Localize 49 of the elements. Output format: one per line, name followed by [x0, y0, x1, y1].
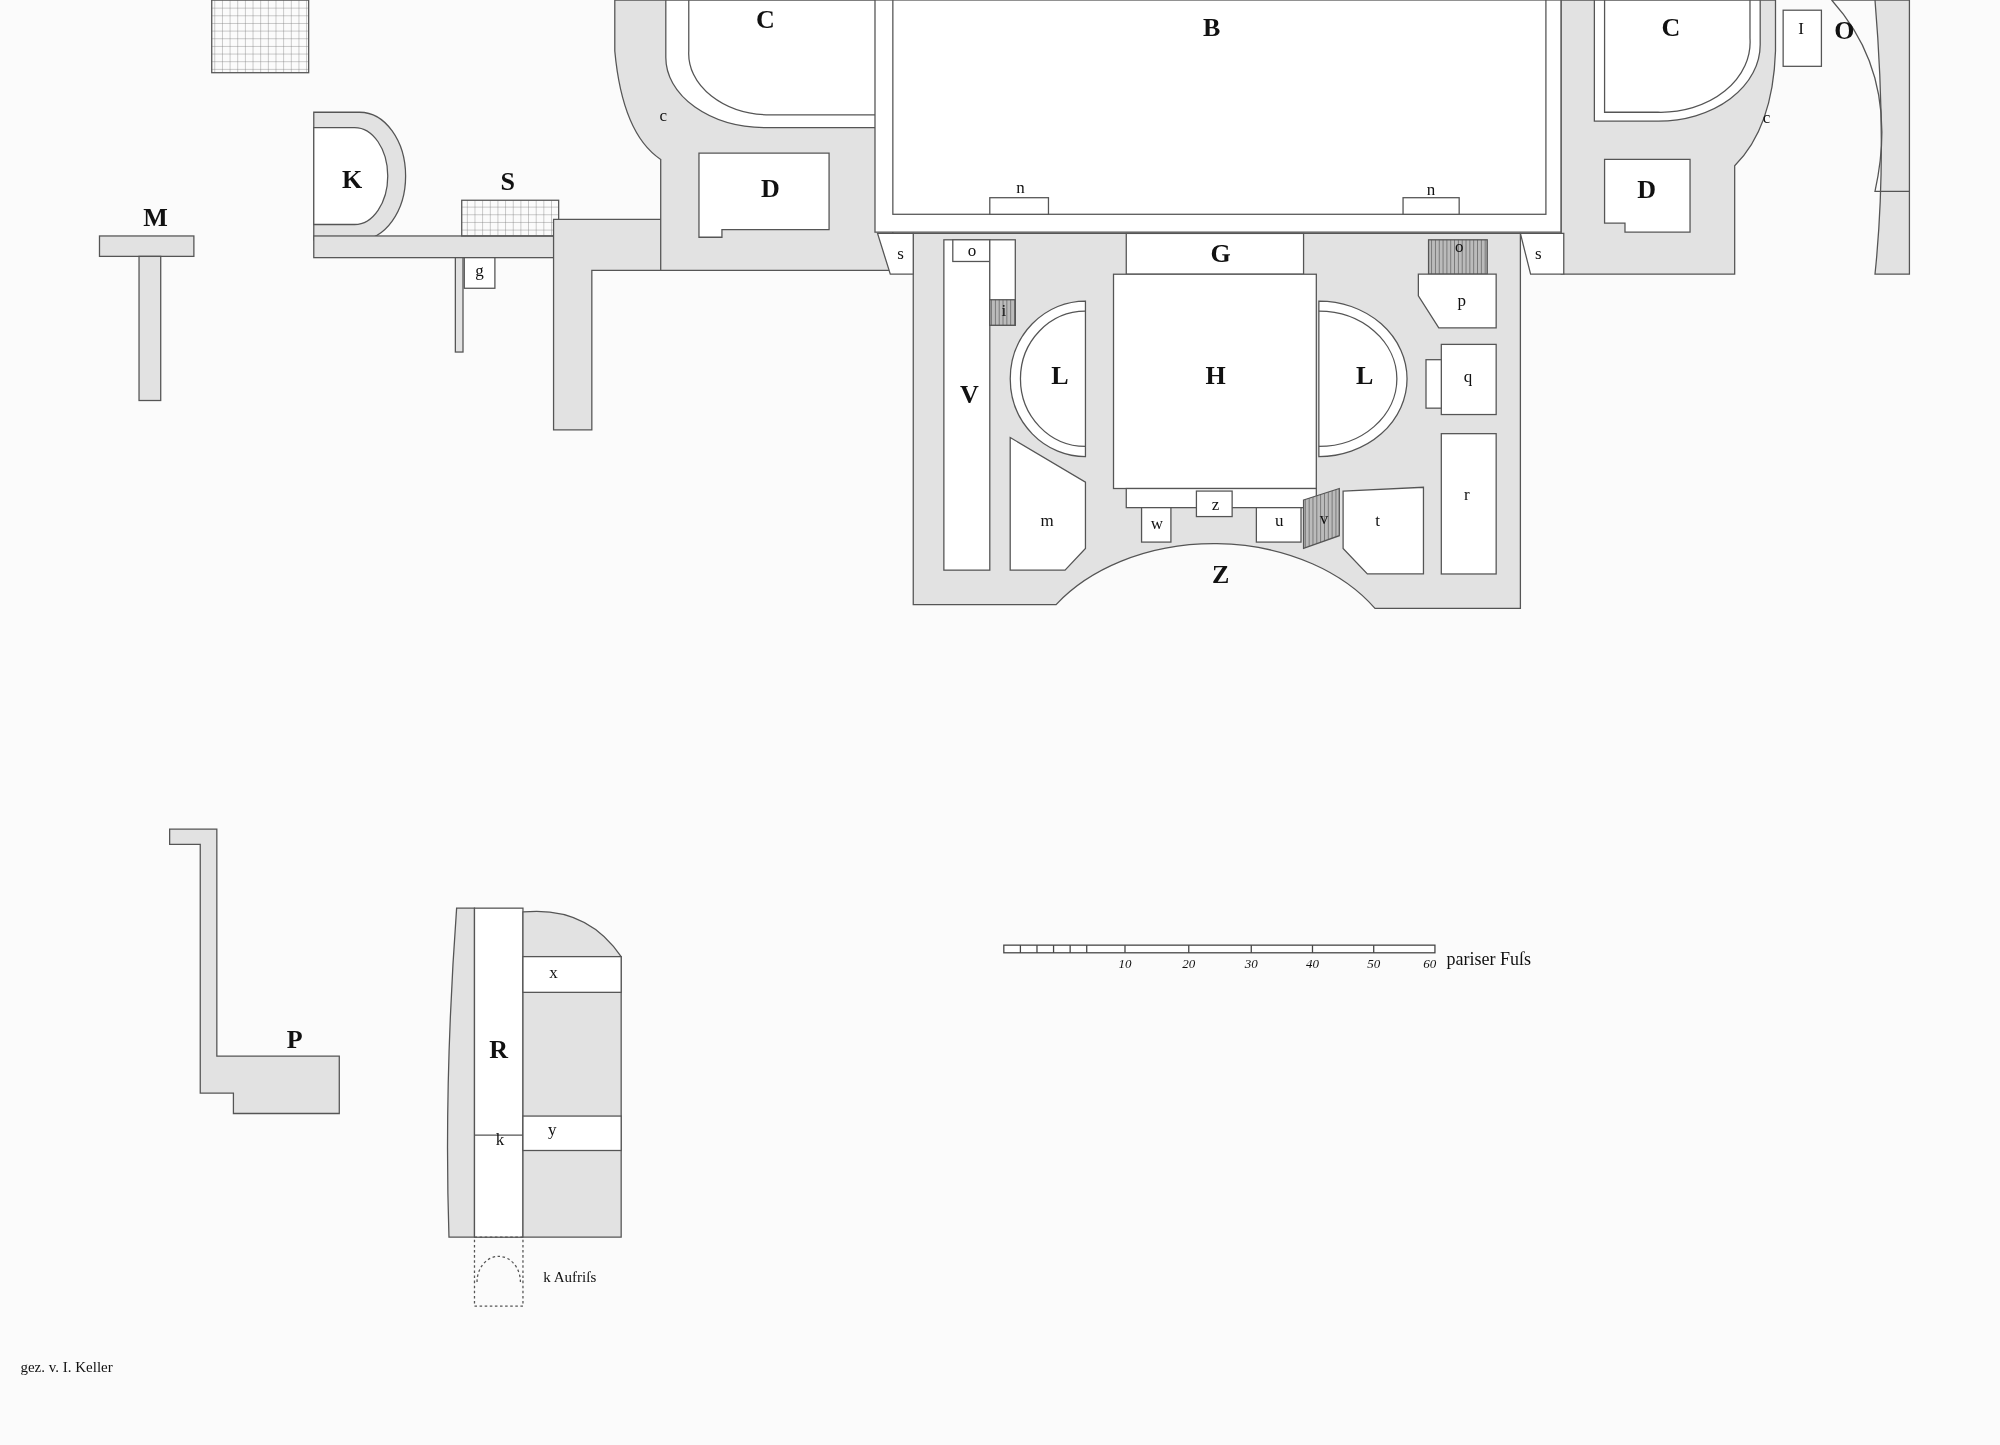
room-letter: H	[1205, 363, 1226, 390]
room-letter: n	[1426, 180, 1436, 198]
room-letter: D	[761, 175, 780, 202]
room-letter: m	[1040, 511, 1054, 529]
room-letter: P	[286, 1026, 303, 1053]
room-letter: o	[967, 241, 977, 259]
room-letter: y	[548, 1120, 557, 1138]
room-letter: c	[1762, 108, 1771, 126]
room-letter: s	[1534, 244, 1542, 262]
room-letter: Z	[1211, 562, 1230, 589]
room-letter: B	[1203, 15, 1221, 42]
room-letter: k	[495, 1130, 505, 1148]
room-letter: C	[1661, 15, 1681, 42]
room-letter: q	[1463, 367, 1473, 385]
room-letter: i	[1001, 301, 1007, 319]
room-letter: I	[1798, 19, 1804, 37]
room-letter: x	[549, 963, 558, 981]
room-letter: S	[500, 169, 515, 196]
room-letter: u	[1275, 511, 1284, 529]
room-letter: L	[1356, 363, 1374, 390]
room-letter: G	[1210, 240, 1231, 267]
room-letter: M	[143, 205, 168, 232]
room-letter: n	[1016, 179, 1025, 196]
room-letter: s	[897, 244, 904, 262]
scale-number: 50	[1367, 956, 1381, 970]
scale-number: 60	[1423, 956, 1437, 970]
scale-number: 40	[1306, 956, 1319, 970]
room-letter: r	[1464, 485, 1470, 503]
room-letter: g	[475, 261, 484, 279]
room-letter: V	[960, 382, 979, 409]
scale-number: 10	[1118, 956, 1132, 970]
room-letter: p	[1457, 291, 1466, 309]
room-letter: R	[489, 1036, 509, 1063]
room-letter: v	[1319, 509, 1329, 527]
room-letter: z	[1211, 495, 1220, 513]
room-letter: D	[1637, 177, 1657, 204]
scale-number: 20	[1182, 956, 1196, 970]
room-letter: w	[1150, 514, 1163, 532]
room-letter: C	[755, 7, 775, 34]
room-letter: L	[1051, 363, 1069, 390]
room-letter: t	[1375, 511, 1380, 529]
draughtsman-signature: gez. v. I. Keller	[20, 1359, 113, 1375]
room-letter: c	[659, 106, 667, 124]
elevation-label: k Aufriſs	[543, 1269, 597, 1285]
scale-number: 30	[1244, 956, 1258, 970]
room-letter: K	[341, 166, 363, 193]
scale-unit: pariser Fuſs	[1446, 950, 1531, 969]
room-letter: O	[1834, 17, 1855, 44]
room-letter: o	[1454, 237, 1464, 255]
